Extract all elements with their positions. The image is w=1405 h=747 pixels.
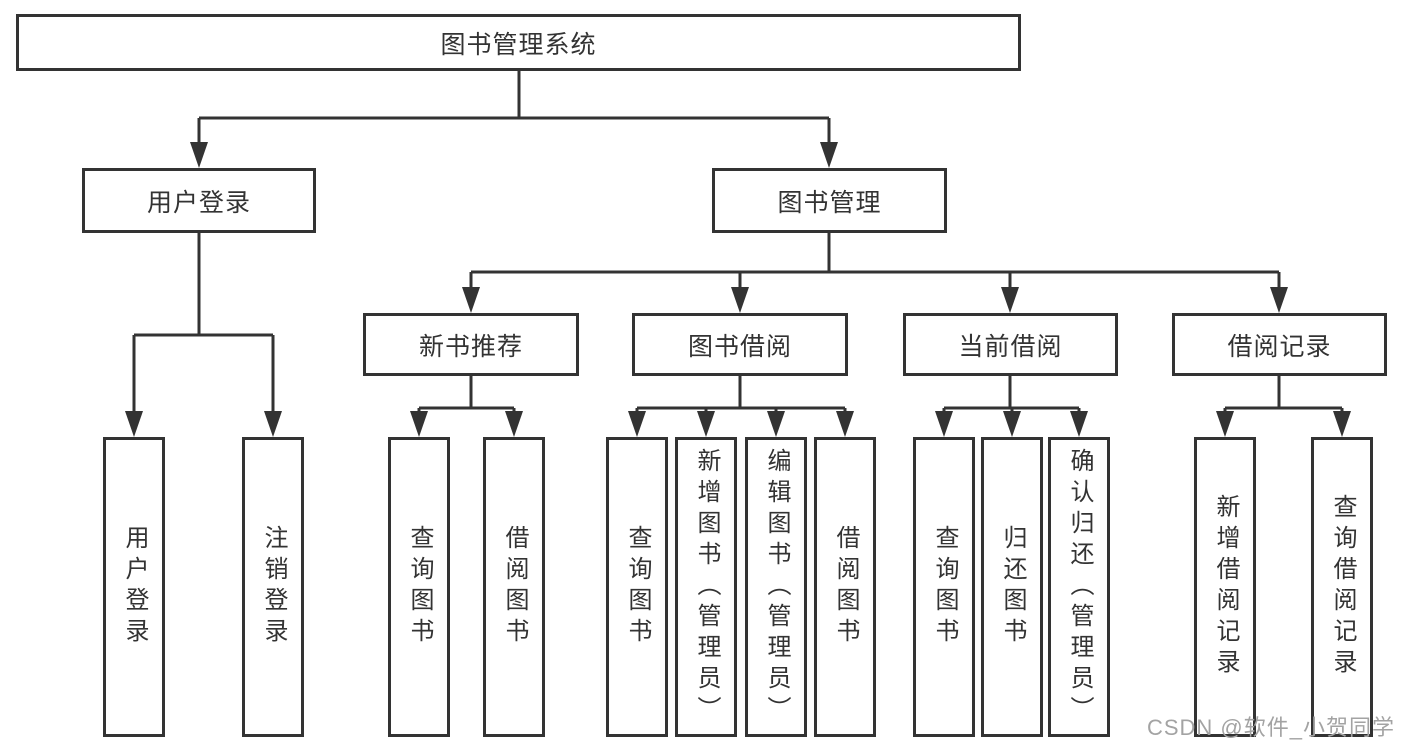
node-book-manage: 图书管理 [712, 168, 947, 233]
connector-user-to-leaves [125, 233, 282, 437]
leaf-label: 借阅图书 [832, 525, 859, 649]
leaf-label: 编辑图书（管理员） [763, 447, 790, 727]
leaf-label: 借阅图书 [501, 525, 528, 649]
leaf-label: 确认归还（管理员） [1066, 447, 1093, 727]
leaf-logout: 注销登录 [242, 437, 304, 737]
node-current-borrow: 当前借阅 [903, 313, 1118, 376]
leaf-label: 查询借阅记录 [1329, 494, 1356, 680]
node-book-borrow: 图书借阅 [632, 313, 848, 376]
leaf-label: 新增借阅记录 [1212, 494, 1239, 680]
leaf-label: 注销登录 [260, 525, 287, 649]
leaf-query-book-recommend: 查询图书 [388, 437, 450, 737]
leaf-label: 归还图书 [999, 525, 1026, 649]
connector-records-to-leaves [1216, 376, 1351, 437]
csdn-watermark: CSDN @软件_小贺同学 [1146, 715, 1395, 740]
leaf-query-borrow-record: 查询借阅记录 [1311, 437, 1373, 737]
leaf-edit-book-admin: 编辑图书（管理员） [745, 437, 807, 737]
connector-borrow-to-leaves [628, 376, 854, 437]
node-user-login: 用户登录 [82, 168, 316, 233]
leaf-label: 查询图书 [624, 525, 651, 649]
node-new-book-recommend: 新书推荐 [363, 313, 579, 376]
connector-current-to-leaves [935, 376, 1088, 437]
leaf-add-book-admin: 新增图书（管理员） [675, 437, 737, 737]
leaf-label: 用户登录 [121, 525, 148, 649]
leaf-return-book: 归还图书 [981, 437, 1043, 737]
connector-recommend-to-leaves [410, 376, 523, 437]
leaf-borrow-book-recommend: 借阅图书 [483, 437, 545, 737]
leaf-label: 新增图书（管理员） [693, 447, 720, 727]
connector-manage-to-groups [462, 233, 1288, 313]
leaf-user-login: 用户登录 [103, 437, 165, 737]
leaf-confirm-return-admin: 确认归还（管理员） [1048, 437, 1110, 737]
connector-root-to-level1 [190, 71, 838, 168]
leaf-borrow-book: 借阅图书 [814, 437, 876, 737]
leaf-query-book-current: 查询图书 [913, 437, 975, 737]
leaf-label: 查询图书 [406, 525, 433, 649]
leaf-label: 查询图书 [931, 525, 958, 649]
leaf-add-borrow-record: 新增借阅记录 [1194, 437, 1256, 737]
node-borrow-records: 借阅记录 [1172, 313, 1387, 376]
node-root-system: 图书管理系统 [16, 14, 1021, 71]
leaf-query-book-borrow: 查询图书 [606, 437, 668, 737]
